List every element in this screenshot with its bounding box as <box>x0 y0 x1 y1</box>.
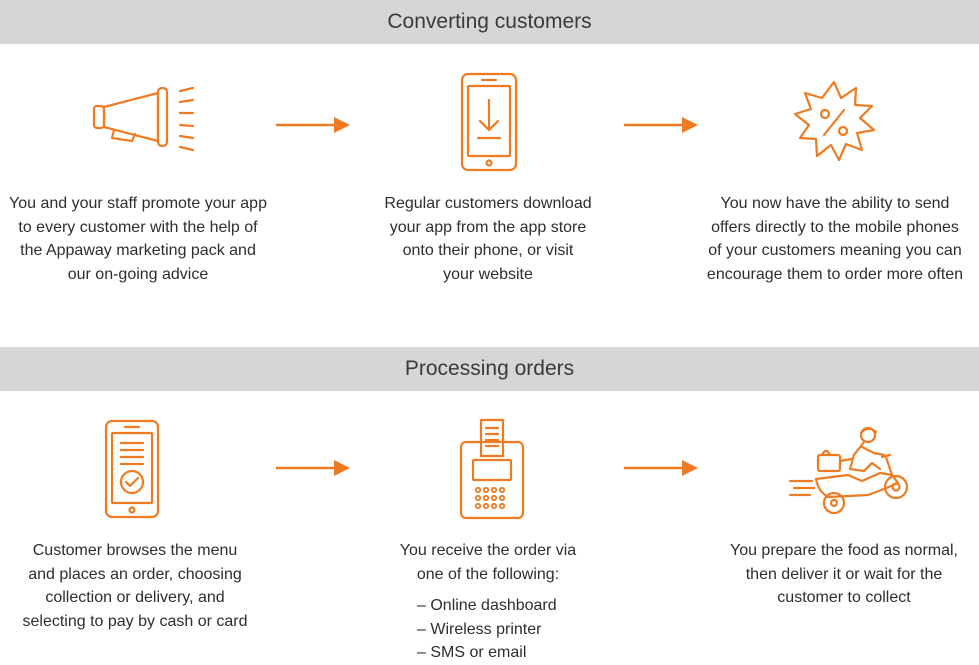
description-line: customer to collect <box>777 589 911 606</box>
phone-menu-check-icon <box>104 419 160 519</box>
discount-badge-icon <box>793 80 876 162</box>
step-description: You receive the order via one of the fol… <box>368 539 608 586</box>
step-description: You now have the ability to send offers … <box>696 192 974 286</box>
list-item: – Online dashboard <box>417 597 557 614</box>
arrow-right-icon <box>276 117 350 133</box>
arrow-right-icon <box>276 460 350 476</box>
description-line: collection or delivery, and <box>45 589 225 606</box>
description-line: our on-going advice <box>67 265 209 283</box>
description-line: to every customer with the help of <box>18 218 258 236</box>
megaphone-icon <box>92 86 195 152</box>
step-description: You and your staff promote your app to e… <box>0 192 276 286</box>
step-description: Customer browses the menu and places an … <box>0 539 270 633</box>
receipt-printer-icon <box>459 418 525 520</box>
description-line: selecting to pay by cash or card <box>22 612 248 630</box>
step-description: Regular customers download your app from… <box>358 192 618 286</box>
arrow-right-icon <box>624 460 698 476</box>
section-title: Processing orders <box>404 357 575 380</box>
description-line: the Appaway marketing pack and <box>20 242 256 259</box>
description-line: You prepare the food as normal, <box>729 542 958 559</box>
description-line: You and your staff promote your app <box>9 195 267 212</box>
section-header-converting: Converting customers <box>0 0 979 44</box>
description-line: Customer browses the menu <box>32 542 238 559</box>
phone-download-icon <box>460 72 518 172</box>
list-item: – SMS or email <box>417 644 527 661</box>
description-line: one of the following: <box>416 565 560 583</box>
description-line: encourage them to order more often <box>706 265 964 283</box>
step-description: You prepare the food as normal, then del… <box>716 539 972 610</box>
description-line: your app from the app store <box>389 218 587 236</box>
description-line: Regular customers download <box>384 195 592 212</box>
order-channel-list: – Online dashboard – Wireless printer – … <box>417 594 557 665</box>
list-item: – Wireless printer <box>417 620 542 638</box>
arrow-right-icon <box>624 117 698 133</box>
description-line: You receive the order via <box>399 542 577 559</box>
delivery-scooter-icon <box>788 426 909 515</box>
description-line: offers directly to the mobile phones <box>711 218 959 236</box>
section-header-processing: Processing orders <box>0 347 979 391</box>
section-title: Converting customers <box>387 10 592 33</box>
description-line: your website <box>443 265 533 283</box>
description-line: of your customers meaning you can <box>708 242 962 259</box>
description-line: onto their phone, or visit <box>402 242 574 259</box>
description-line: and places an order, choosing <box>28 565 242 583</box>
description-line: You now have the ability to send <box>720 195 950 212</box>
description-line: then deliver it or wait for the <box>745 565 943 583</box>
